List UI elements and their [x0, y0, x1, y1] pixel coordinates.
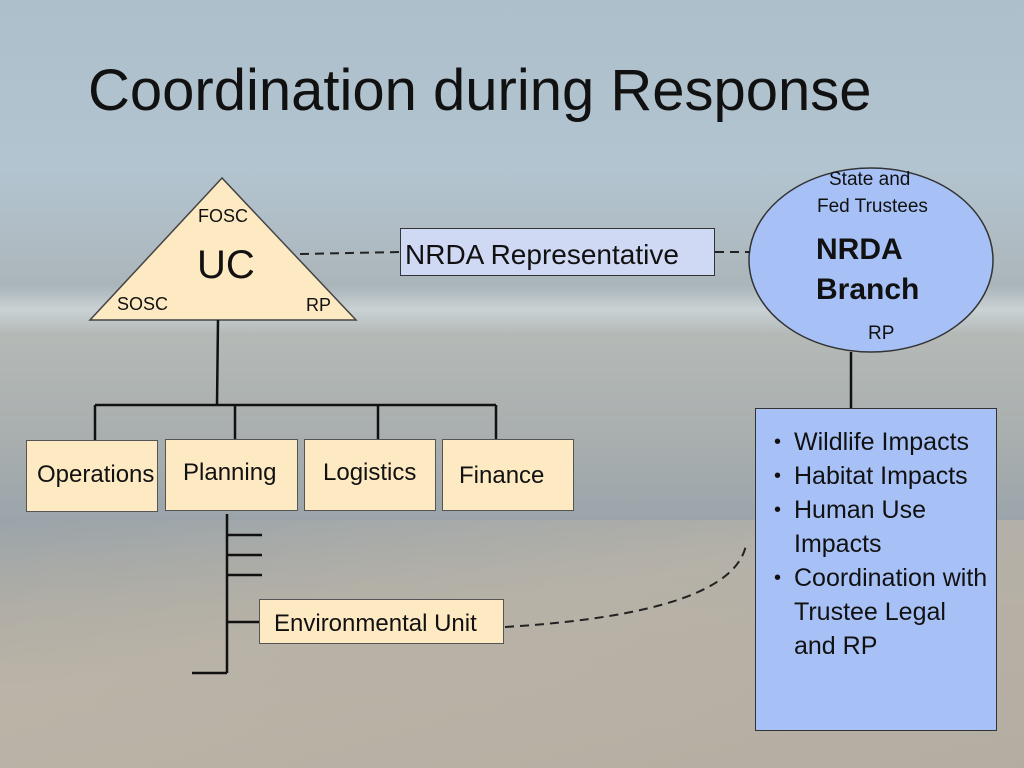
logistics-box: Logistics — [304, 439, 436, 511]
branch-rp-label: RP — [868, 323, 895, 344]
branch-trustees-line1: State and — [829, 169, 911, 190]
environmental-unit-label: Environmental Unit — [274, 610, 477, 637]
operations-label: Operations — [37, 461, 155, 488]
bullet-icon: • — [774, 567, 782, 589]
bullet-icon: • — [774, 431, 782, 453]
impact-item: •Wildlife Impacts — [774, 425, 996, 459]
finance-box: Finance — [442, 439, 574, 511]
slide-title: Coordination during Response — [88, 58, 872, 123]
logistics-label: Logistics — [323, 459, 417, 486]
bullet-icon: • — [774, 465, 782, 487]
uc-down-line — [215, 319, 220, 406]
nrda-representative-box: NRDA Representative — [400, 228, 715, 276]
impacts-list: •Wildlife Impacts •Habitat Impacts •Huma… — [756, 409, 996, 663]
impact-item: •Habitat Impacts — [774, 459, 996, 493]
impact-item: •Coordination with Trustee Legal and RP — [774, 561, 994, 663]
nrda-representative-label: NRDA Representative — [405, 239, 679, 270]
environmental-unit-box: Environmental Unit — [259, 599, 504, 644]
bullet-icon: • — [774, 499, 782, 521]
uc-to-rep-dashed-line — [299, 251, 401, 255]
uc-fosc-label: FOSC — [198, 206, 249, 226]
nrda-branch-ellipse — [748, 167, 994, 353]
branch-title-line2: Branch — [816, 273, 920, 306]
uc-triangle — [88, 176, 358, 321]
env-unit-to-impacts-dashed-curve — [504, 544, 747, 628]
operations-box: Operations — [26, 440, 158, 512]
branch-trustees-line2: Fed Trustees — [817, 196, 928, 217]
uc-rp-label: RP — [306, 295, 332, 315]
impacts-box: •Wildlife Impacts •Habitat Impacts •Huma… — [755, 408, 997, 731]
impact-item: •Human Use Impacts — [774, 493, 984, 561]
uc-center-label: UC — [197, 243, 255, 287]
finance-label: Finance — [459, 462, 545, 489]
planning-label: Planning — [183, 459, 277, 486]
branch-title-line1: NRDA — [816, 233, 903, 266]
planning-box: Planning — [165, 439, 298, 511]
uc-sosc-label: SOSC — [117, 294, 169, 314]
